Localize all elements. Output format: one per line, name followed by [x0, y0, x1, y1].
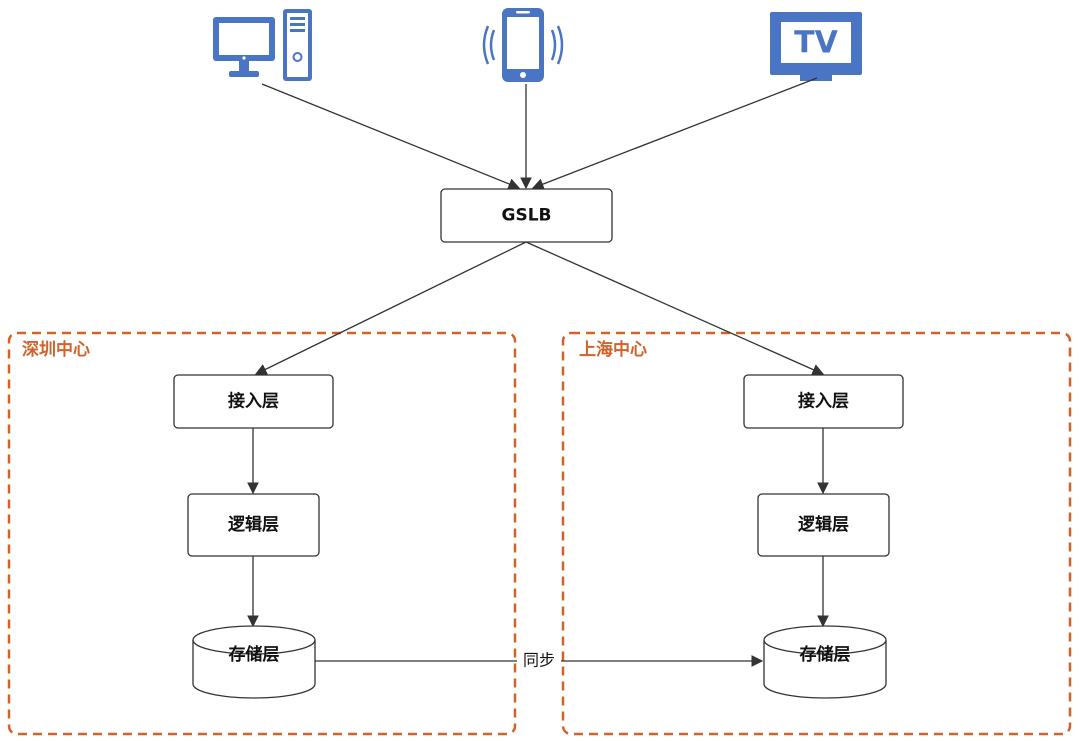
edge-tv-to-gslb	[531, 77, 818, 190]
desktop-computer-icon	[213, 9, 312, 81]
sync-label: 同步	[523, 651, 555, 670]
shenzhen-storage-layer: 存储层	[192, 625, 316, 699]
shenzhen-logic-label: 逻辑层	[228, 514, 279, 535]
shanghai-access-label: 接入层	[798, 391, 849, 412]
gslb-label: GSLB	[502, 206, 552, 226]
shenzhen-logic-layer: 逻辑层	[187, 493, 320, 557]
region-shenzhen: 深圳中心	[7, 331, 517, 736]
shanghai-storage-label: 存储层	[800, 644, 851, 665]
shanghai-access-layer: 接入层	[743, 374, 904, 429]
region-shenzhen-label: 深圳中心	[22, 339, 90, 360]
gslb-node: GSLB	[440, 188, 613, 243]
edge-pc-to-gslb	[261, 83, 521, 190]
shenzhen-access-label: 接入层	[228, 391, 279, 412]
tv-icon-text: TV	[794, 26, 838, 61]
shanghai-logic-layer: 逻辑层	[757, 493, 890, 557]
region-shanghai: 上海中心	[561, 331, 1072, 736]
smartphone-icon	[482, 8, 564, 82]
region-shanghai-label: 上海中心	[579, 339, 647, 360]
edge-gslb-to-shenzhen-access	[254, 241, 527, 375]
shanghai-logic-label: 逻辑层	[798, 514, 849, 535]
shenzhen-storage-label: 存储层	[229, 644, 280, 665]
edge-gslb-to-shanghai-access	[525, 241, 825, 376]
tv-icon: TV	[770, 12, 862, 81]
shanghai-storage-layer: 存储层	[763, 625, 887, 699]
shenzhen-access-layer: 接入层	[173, 374, 334, 429]
